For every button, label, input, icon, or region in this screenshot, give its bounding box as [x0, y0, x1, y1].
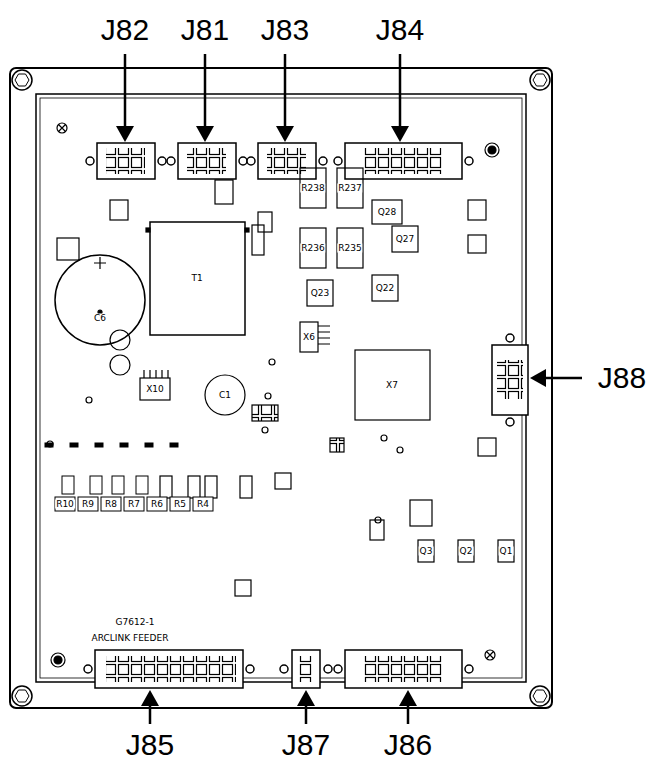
silkscreen-label: C1 [218, 391, 232, 400]
silkscreen-label: Q22 [375, 284, 396, 293]
callout-label: J82 [101, 15, 149, 45]
silkscreen-label: R8 [104, 500, 118, 509]
silkscreen-label: C6 [93, 314, 107, 323]
silkscreen-label: X7 [385, 381, 399, 390]
silkscreen-label: ARCLINK FEEDER [91, 634, 170, 643]
silkscreen-label: R4 [196, 500, 210, 509]
silkscreen-label: R237 [337, 184, 362, 193]
silkscreen-label: R5 [173, 500, 187, 509]
silkscreen-label: R235 [337, 244, 362, 253]
silkscreen-label: Q1 [499, 547, 514, 556]
silkscreen-label: R7 [127, 500, 141, 509]
silkscreen-label: R9 [81, 500, 95, 509]
callout-label: J81 [181, 15, 229, 45]
silkscreen-label: G7612-1 [115, 618, 156, 627]
resistor-row [45, 443, 213, 511]
silkscreen-label: R236 [300, 244, 325, 253]
callout-arrows [116, 54, 582, 724]
callout-label: J83 [261, 15, 309, 45]
components [47, 168, 514, 596]
callout-label: J86 [384, 730, 432, 760]
board-outline [10, 68, 552, 708]
mounting-screws [51, 123, 499, 667]
silkscreen-label: X6 [302, 333, 316, 342]
silkscreen-label: Q2 [459, 547, 474, 556]
connectors [84, 143, 528, 688]
callout-label: J84 [376, 15, 424, 45]
silkscreen-label: Q23 [310, 289, 331, 298]
silkscreen-label: R6 [150, 500, 164, 509]
callout-label: J87 [282, 730, 330, 760]
silkscreen-label: R10 [55, 500, 75, 509]
silkscreen-label: Q27 [395, 235, 416, 244]
silkscreen-label: Q3 [419, 547, 434, 556]
silkscreen-label: R238 [300, 184, 325, 193]
silkscreen-label: Q28 [377, 208, 398, 217]
silkscreen-label: X10 [145, 385, 165, 394]
callout-label: J88 [598, 363, 646, 393]
callout-label: J85 [126, 730, 174, 760]
silkscreen-label: T1 [190, 274, 203, 283]
